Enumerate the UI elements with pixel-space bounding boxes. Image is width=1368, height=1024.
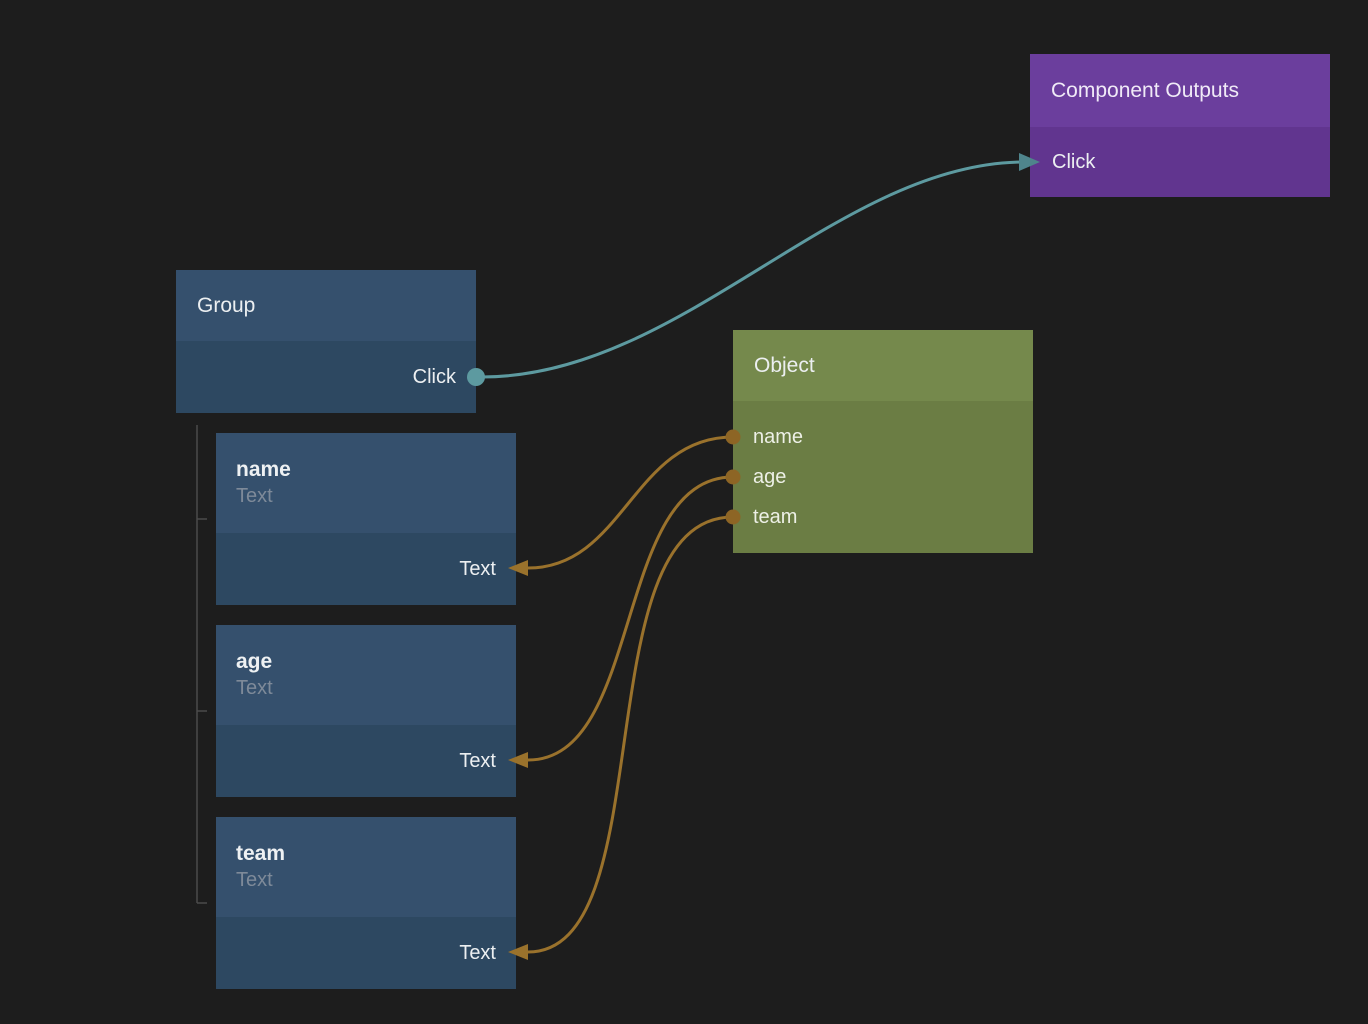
edge-object-team-to-team[interactable] [526, 515, 735, 954]
port-label: Click [1052, 150, 1096, 173]
node-component-outputs[interactable]: Component Outputs Click [1030, 54, 1330, 197]
node-subtitle: Text [236, 677, 273, 699]
node-age-header[interactable]: age Text [216, 625, 516, 725]
node-title: age [236, 650, 273, 673]
tree-connector-line [196, 425, 207, 904]
node-title: name [236, 458, 291, 481]
node-object-header[interactable]: Object [733, 330, 1033, 401]
node-object-body: name age team [733, 401, 1033, 553]
port-label: Click [412, 365, 456, 388]
port-row-text-input[interactable]: Text [216, 917, 516, 989]
port-label: team [753, 505, 798, 528]
port-row-name[interactable]: name [733, 417, 1033, 457]
node-title: Group [197, 293, 256, 317]
port-label: Text [459, 941, 496, 964]
port-label: Text [459, 557, 496, 580]
port-row-team[interactable]: team [733, 497, 1033, 537]
node-component-outputs-header[interactable]: Component Outputs [1030, 54, 1330, 127]
edge-object-name-to-name[interactable] [526, 435, 735, 570]
port-row-text-input[interactable]: Text [216, 533, 516, 605]
node-title: team [236, 842, 286, 865]
port-row-click-input[interactable]: Click [1030, 127, 1330, 197]
port-label: age [753, 465, 787, 488]
edge-object-age-to-age[interactable] [526, 475, 735, 762]
port-row-click-output[interactable]: Click [176, 341, 476, 413]
node-object[interactable]: Object name age team [733, 330, 1033, 553]
port-row-age[interactable]: age [733, 457, 1033, 497]
node-group-header[interactable]: Group [176, 270, 476, 341]
node-title: Object [754, 353, 815, 377]
port-row-text-input[interactable]: Text [216, 725, 516, 797]
node-age[interactable]: age Text Text [216, 625, 516, 797]
node-name[interactable]: name Text Text [216, 433, 516, 605]
node-name-header[interactable]: name Text [216, 433, 516, 533]
port-label: Text [459, 749, 496, 772]
node-group[interactable]: Group Click [176, 270, 476, 413]
node-title: Component Outputs [1051, 78, 1239, 102]
node-team[interactable]: team Text Text [216, 817, 516, 989]
port-label: name [753, 425, 804, 448]
node-subtitle: Text [236, 485, 273, 507]
node-team-header[interactable]: team Text [216, 817, 516, 917]
node-subtitle: Text [236, 869, 273, 891]
